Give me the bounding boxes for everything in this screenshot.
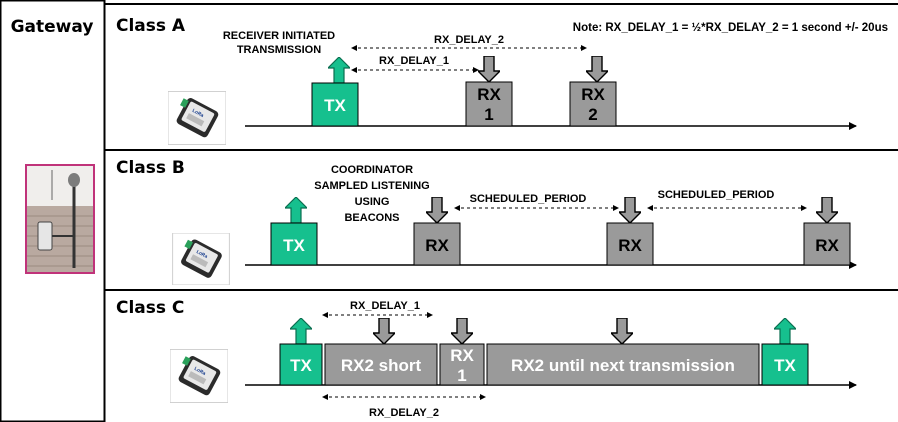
- class-b-caption-line2: SAMPLED LISTENING: [314, 180, 430, 192]
- class-b-period1-label: SCHEDULED_PERIOD: [470, 193, 587, 205]
- class-a-tx-label: TX: [324, 96, 346, 115]
- class-b-rx2-down-arrow: [619, 197, 641, 223]
- gateway-photo: [25, 164, 95, 274]
- class-c-rx1-down-arrow: [451, 318, 473, 344]
- class-c-rx2until-down-arrow: [611, 318, 633, 344]
- class-a-rx1-label-line1: RX: [477, 85, 501, 104]
- class-a-caption-line1: RECEIVER INITIATED: [223, 30, 335, 42]
- class-a-delay2-label: RX_DELAY_2: [434, 34, 504, 46]
- class-b-rx-box-2: [606, 222, 654, 266]
- class-a-rx2-label-line1: RX: [581, 85, 605, 104]
- class-a-end-device-image: [168, 91, 226, 145]
- class-b-caption-line1: COORDINATOR: [331, 164, 413, 176]
- class-c-rx1-label-line1: RX: [450, 346, 474, 365]
- class-c-rx2-until-label: RX2 until next transmission: [511, 356, 735, 375]
- class-b-tx-box: [270, 222, 318, 266]
- class-c-title: Class C: [116, 298, 184, 318]
- class-b-title: Class B: [116, 158, 185, 178]
- class-b-tx-up-arrow: [285, 197, 307, 223]
- class-b-rx3-down-arrow: [816, 197, 838, 223]
- class-a-rx1-down-arrow: [478, 56, 500, 82]
- class-c-tx-box-2: [761, 343, 809, 386]
- class-a-caption-line2: TRANSMISSION: [237, 44, 321, 56]
- class-a-rx2-label-line2: 2: [588, 105, 597, 124]
- class-c-rx1-label-line2: 1: [457, 366, 466, 385]
- class-c-end-device-image: [170, 349, 228, 403]
- class-c-rx2-short-box: [324, 343, 438, 386]
- class-b-rx-box-3: [803, 222, 851, 266]
- class-b-period2-label: SCHEDULED_PERIOD: [658, 189, 775, 201]
- class-a-tx-box: [311, 82, 359, 127]
- class-c-delay2-label: RX_DELAY_2: [369, 407, 439, 419]
- class-a-title: Class A: [116, 16, 186, 36]
- class-a-rx2-down-arrow: [586, 56, 608, 82]
- class-b-caption-line3: USING: [355, 196, 390, 208]
- class-c-delay1-label: RX_DELAY_1: [350, 300, 420, 312]
- class-a-delay1-label: RX_DELAY_1: [379, 55, 449, 67]
- class-a-tx-up-arrow: [328, 57, 350, 83]
- class-b-rx1-down-arrow: [426, 197, 448, 223]
- class-c-tx-up-arrow-1: [290, 318, 312, 344]
- class-a-rx1-label-line2: 1: [484, 105, 493, 124]
- class-a-rx1-box: [465, 81, 513, 127]
- class-a-rx2-box: [569, 81, 617, 127]
- class-c-tx-box-1: [279, 343, 323, 386]
- class-b-rx-label-2: RX: [618, 236, 642, 255]
- class-a-note: Note: RX_DELAY_1 = ½*RX_DELAY_2 = 1 seco…: [573, 22, 888, 34]
- class-b-rx-label-3: RX: [815, 236, 839, 255]
- class-b-caption-line4: BEACONS: [344, 212, 399, 224]
- class-c-tx-label-1: TX: [290, 356, 312, 375]
- class-c-rx2-until-box: [486, 343, 760, 386]
- class-b-tx-label: TX: [283, 236, 305, 255]
- class-b-end-device-image: [172, 233, 230, 285]
- class-c-rx1-box: [439, 343, 485, 386]
- class-c-tx-up-arrow-2: [774, 318, 796, 344]
- class-c-tx-label-2: TX: [774, 356, 796, 375]
- class-b-rx-label-1: RX: [425, 236, 449, 255]
- class-c-rx2-short-label: RX2 short: [341, 356, 422, 375]
- class-c-rx2short-down-arrow: [373, 318, 395, 344]
- gateway-label: Gateway: [11, 17, 94, 37]
- class-b-rx-box-1: [413, 222, 461, 266]
